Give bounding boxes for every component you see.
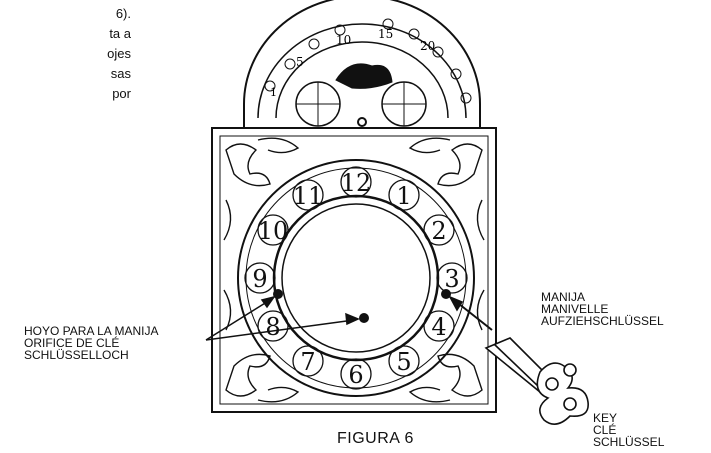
numeral-11: 11	[293, 182, 324, 210]
numeral-4: 4	[431, 313, 446, 341]
numeral-6: 6	[348, 361, 363, 389]
numeral-7: 7	[300, 348, 315, 376]
numeral-5: 5	[396, 348, 411, 376]
crank-label-de: AUFZIEHSCHLÜSSEL	[541, 315, 664, 327]
winding-key-icon	[486, 338, 588, 424]
moon-arch	[244, 0, 480, 128]
moon-number-10: 10	[336, 33, 351, 47]
winding-hole-center	[359, 313, 369, 323]
moon-number-20: 20	[420, 39, 435, 53]
numeral-1: 1	[396, 182, 411, 210]
figure-caption: FIGURA 6	[337, 430, 414, 448]
numeral-3: 3	[444, 265, 459, 293]
numeral-12: 12	[341, 169, 372, 197]
numeral-9: 9	[252, 265, 267, 293]
numeral-10: 10	[258, 217, 289, 245]
hole-label-de: SCHLÜSSELLOCH	[24, 349, 129, 361]
key-label-de: SCHLÜSSEL	[593, 436, 664, 448]
numeral-8: 8	[265, 313, 280, 341]
numeral-2: 2	[431, 217, 446, 245]
moon-number-1: 1	[270, 86, 277, 99]
moon-number-5: 5	[296, 55, 304, 69]
moon-number-15: 15	[378, 27, 393, 41]
